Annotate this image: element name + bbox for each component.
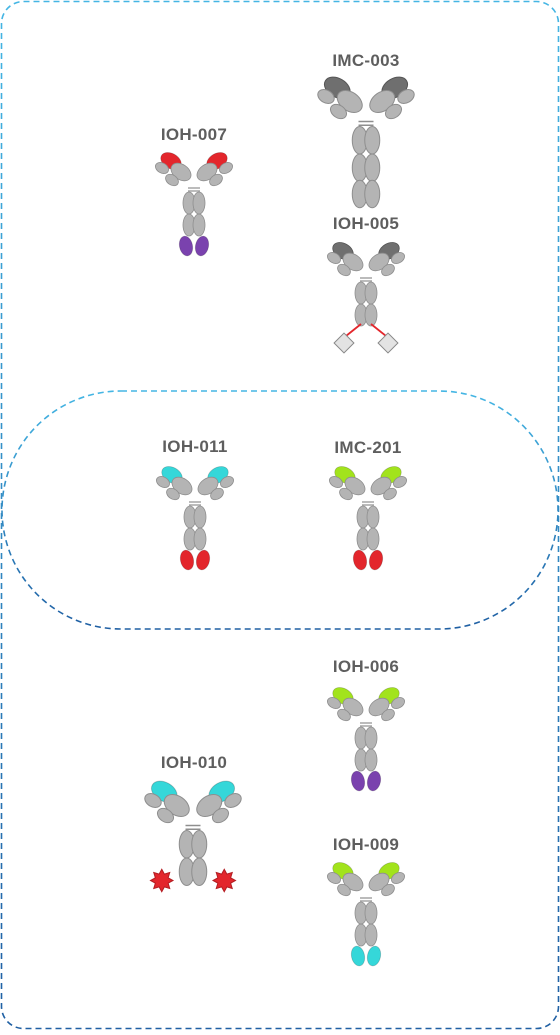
linker-line bbox=[370, 323, 387, 337]
light-chain-domain bbox=[397, 89, 415, 104]
payload-domain bbox=[352, 549, 368, 571]
payload-star bbox=[211, 868, 237, 893]
light-chain-constant-domain bbox=[329, 103, 348, 120]
fc-domain-upper bbox=[364, 901, 378, 925]
payload-domain bbox=[366, 945, 382, 967]
light-chain-constant-domain bbox=[337, 263, 351, 277]
fc-domain-upper bbox=[191, 830, 208, 859]
payload-domain bbox=[195, 549, 211, 571]
payload-square bbox=[333, 332, 355, 354]
light-chain-constant-domain bbox=[165, 173, 179, 187]
light-chain-domain bbox=[144, 793, 162, 808]
fc-domain-lower bbox=[193, 527, 207, 551]
payload-domain bbox=[179, 549, 195, 571]
fc-domain-upper bbox=[193, 505, 207, 529]
payload-domain bbox=[194, 235, 210, 257]
fc-domain-upper bbox=[364, 726, 378, 750]
light-chain-domain bbox=[317, 89, 335, 104]
light-chain-constant-domain bbox=[156, 807, 175, 824]
antibody-IOH-011 bbox=[156, 466, 234, 571]
fc-domain-lower bbox=[364, 748, 378, 772]
fc-domain-lower bbox=[364, 153, 381, 182]
antibody-IOH-009 bbox=[327, 862, 405, 967]
fc-domain-lower bbox=[364, 923, 378, 947]
light-chain-domain bbox=[220, 476, 234, 488]
payload-star bbox=[149, 868, 175, 893]
light-chain-domain bbox=[329, 476, 343, 488]
fc-domain-upper bbox=[364, 126, 381, 155]
light-chain-domain bbox=[393, 476, 407, 488]
label-IOH-009: IOH-009 bbox=[332, 835, 400, 854]
light-chain-domain bbox=[327, 872, 341, 884]
light-chain-constant-domain bbox=[381, 263, 395, 277]
light-chain-constant-domain bbox=[211, 807, 230, 824]
label-IMC-201: IMC-201 bbox=[334, 438, 402, 457]
antibody-IOH-007 bbox=[155, 152, 233, 257]
payload-domain bbox=[368, 549, 384, 571]
light-chain-domain bbox=[156, 476, 170, 488]
label-IMC-003: IMC-003 bbox=[332, 51, 400, 70]
light-chain-domain bbox=[224, 793, 242, 808]
light-chain-constant-domain bbox=[337, 883, 351, 897]
label-IOH-005: IOH-005 bbox=[332, 214, 400, 233]
inner-dashed-group bbox=[1, 390, 559, 630]
light-chain-constant-domain bbox=[337, 708, 351, 722]
light-chain-constant-domain bbox=[210, 487, 224, 501]
payload-square bbox=[377, 332, 399, 354]
antibody-IOH-006 bbox=[327, 687, 405, 792]
payload-domain bbox=[350, 945, 366, 967]
payload-domain bbox=[350, 770, 366, 792]
light-chain-constant-domain bbox=[166, 487, 180, 501]
light-chain-domain bbox=[327, 697, 341, 709]
light-chain-domain bbox=[391, 697, 405, 709]
fc-domain-lower bbox=[364, 303, 378, 327]
light-chain-domain bbox=[155, 162, 169, 174]
fc-domain-tail bbox=[364, 179, 381, 209]
fc-domain-upper bbox=[364, 281, 378, 305]
light-chain-constant-domain bbox=[381, 883, 395, 897]
fc-domain-lower bbox=[366, 527, 380, 551]
payload-domain bbox=[366, 770, 382, 792]
label-IOH-006: IOH-006 bbox=[332, 657, 400, 676]
light-chain-constant-domain bbox=[209, 173, 223, 187]
light-chain-constant-domain bbox=[381, 708, 395, 722]
payload-domain bbox=[178, 235, 194, 257]
fc-domain-upper bbox=[366, 505, 380, 529]
fc-domain-lower bbox=[191, 857, 208, 886]
light-chain-domain bbox=[219, 162, 233, 174]
antibody-group bbox=[144, 76, 415, 967]
label-IOH-011: IOH-011 bbox=[162, 437, 228, 456]
light-chain-constant-domain bbox=[339, 487, 353, 501]
label-IOH-007: IOH-007 bbox=[160, 125, 228, 144]
fc-domain-lower bbox=[192, 213, 206, 237]
antibody-IMC-003 bbox=[317, 76, 415, 209]
label-IOH-010: IOH-010 bbox=[160, 753, 228, 772]
fc-domain-upper bbox=[192, 191, 206, 215]
antibody-IOH-005 bbox=[327, 242, 405, 354]
light-chain-domain bbox=[391, 872, 405, 884]
antibody-IMC-201 bbox=[329, 466, 407, 571]
light-chain-domain bbox=[327, 252, 341, 264]
linker-line bbox=[345, 323, 362, 337]
antibody-IOH-010 bbox=[144, 780, 242, 893]
light-chain-constant-domain bbox=[383, 487, 397, 501]
light-chain-domain bbox=[391, 252, 405, 264]
light-chain-constant-domain bbox=[384, 103, 403, 120]
